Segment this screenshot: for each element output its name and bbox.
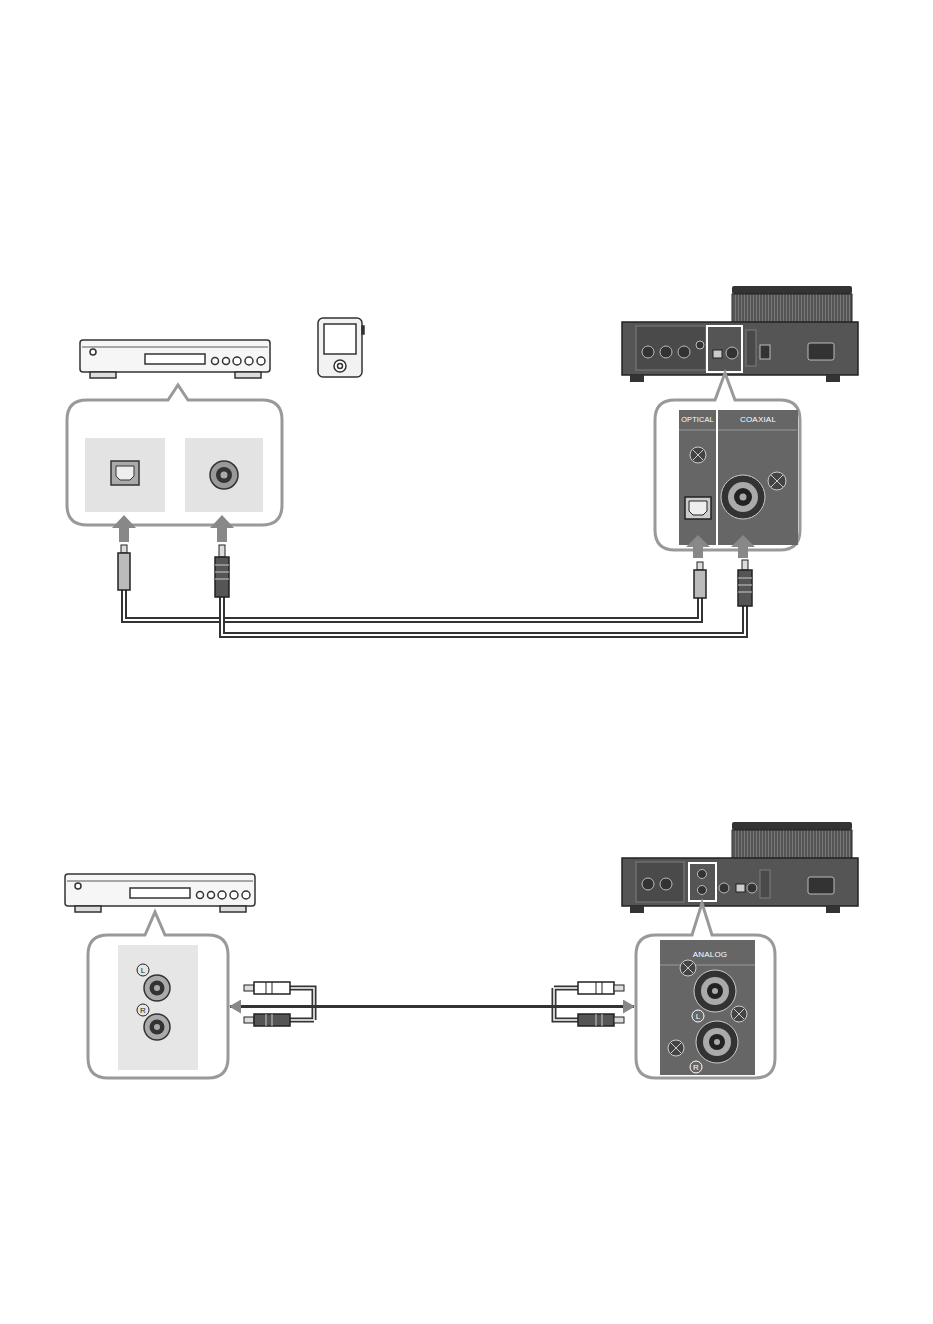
rca-cable-connector [230,1005,634,1008]
cd-player [65,874,255,912]
insert-arrow [112,515,755,558]
channel-mark: L [137,964,150,977]
rca-cable [244,982,624,1026]
panel-label: OPTICAL [681,416,714,423]
source-callout [67,385,282,525]
source-analog-callout [88,912,228,1078]
optical-panel: OPTICAL [679,410,716,545]
channel-mark: L [692,1010,705,1023]
coaxial-panel: COAXIAL [718,410,798,545]
amp-analog-callout: ANALOG L R [636,935,775,1078]
panel-label: COAXIAL [740,416,776,424]
source-analog-callout: LR [88,935,228,1078]
cd-player [80,340,270,378]
channel-mark: R [137,1004,150,1017]
panel-label: ANALOG [693,951,728,959]
coaxial-cable [215,545,752,635]
channel-mark: R [690,1061,703,1074]
amp-analog-callout [636,903,775,1078]
amplifier-rear [622,822,858,913]
amp-digital-callout [655,373,800,550]
portable-player [318,318,364,377]
optical-cable [118,545,706,620]
amplifier-rear [622,286,858,382]
